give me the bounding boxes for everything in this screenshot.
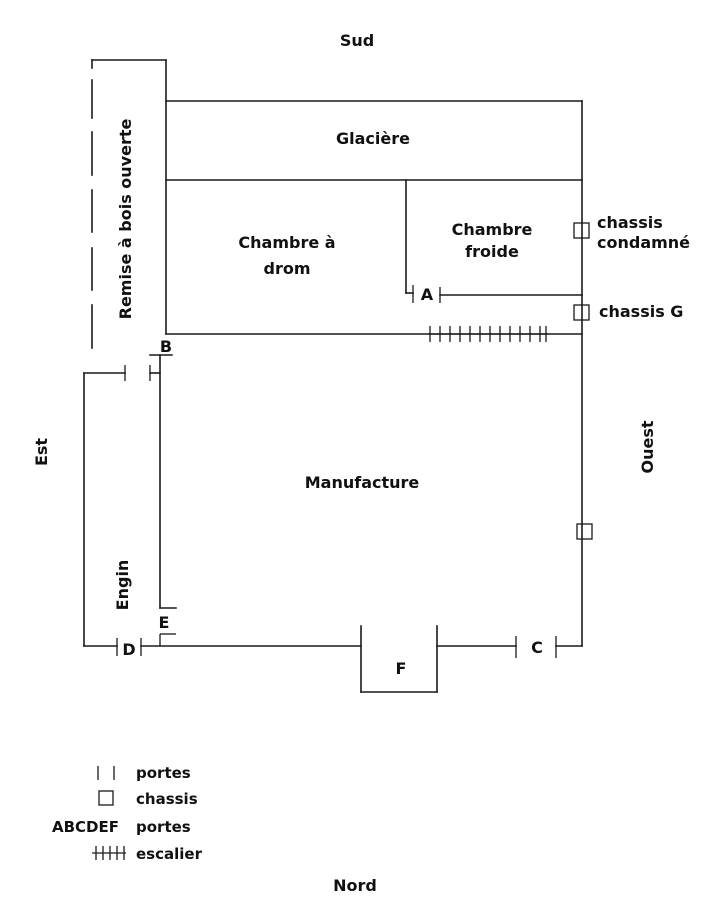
door-a [412,285,441,303]
room-chambre-drom-line2: drom [263,259,310,278]
bottom-wall [83,625,583,693]
legend-label-escalier: escalier [136,845,203,863]
legend-stairs-symbol [92,846,126,860]
legend-letters-symbol: ABCDEF [52,818,119,836]
door-f-label: F [396,659,407,678]
compass-west: Ouest [638,420,657,473]
legend-label-chassis: chassis [136,790,198,808]
legend: portes chassis ABCDEF portes escalier [52,764,203,863]
window-g [573,304,590,321]
remise-walls [91,59,167,349]
engin-walls [83,354,177,647]
room-engin: Engin [113,560,132,611]
door-e-label: E [159,613,170,632]
room-chambre-froide-line2: froide [465,242,519,261]
window-g-label: chassis G [599,302,683,321]
room-glaciere: Glacière [336,129,410,148]
door-d-label: D [122,640,135,659]
window-condamne-label-line2: condamné [597,233,690,252]
door-a-label: A [421,285,434,304]
compass-east: Est [32,438,51,466]
stairs [428,326,548,342]
door-b-label: B [160,337,172,356]
window-condamne [573,222,590,239]
room-chambre-froide-line1: Chambre [452,220,533,239]
room-manufacture: Manufacture [305,473,420,492]
door-e [159,633,176,646]
room-chambre-drom-line1: Chambre à [238,233,335,252]
legend-window-symbol [98,790,114,806]
legend-label-portes-letters: portes [136,818,191,836]
compass-north: Nord [333,876,377,895]
upper-block-walls [165,100,583,647]
room-remise: Remise à bois ouverte [116,118,135,319]
legend-label-portes: portes [136,764,191,782]
legend-door-symbol [97,766,115,780]
window-ouest [576,523,593,540]
window-condamne-label-line1: chassis [597,213,663,232]
compass-south: Sud [340,31,374,50]
door-c-label: C [531,638,543,657]
